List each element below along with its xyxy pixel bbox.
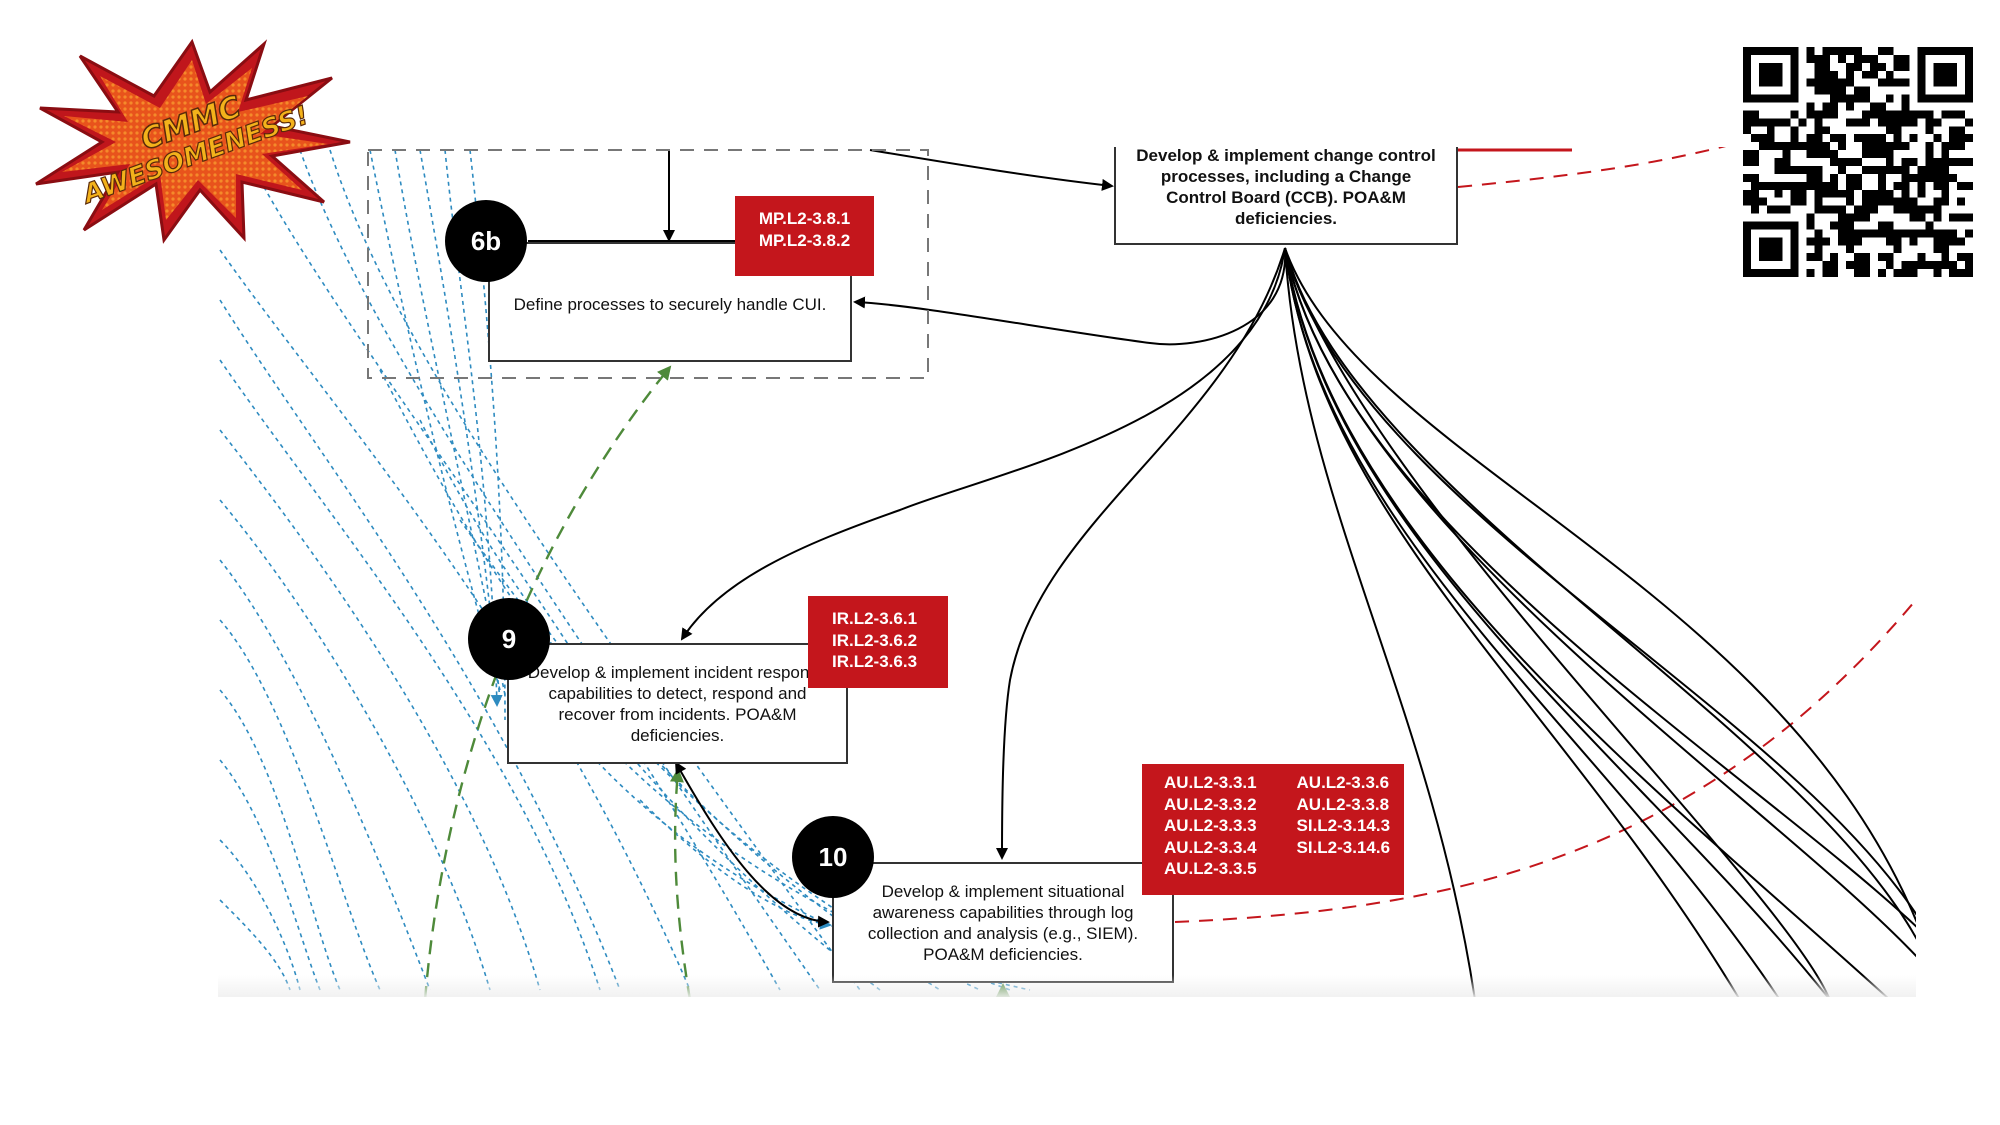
qr-code-icon[interactable]: [1743, 47, 1973, 277]
node-change-control[interactable]: Develop & implement change control proce…: [1114, 147, 1458, 245]
control-id: AU.L2-3.3.2: [1164, 794, 1257, 814]
controls-9: IR.L2-3.6.1 IR.L2-3.6.2 IR.L2-3.6.3: [808, 596, 948, 688]
control-id: SI.L2-3.14.3: [1296, 816, 1391, 835]
red-dashed-connectors: [1174, 147, 1916, 923]
badge-10: 10: [792, 816, 874, 898]
control-id: AU.L2-3.3.6: [1296, 773, 1390, 792]
node-change-control-text: Develop & implement change control proce…: [1136, 147, 1436, 228]
node-10-text: Develop & implement situational awarenes…: [867, 881, 1139, 964]
badge-6b: 6b: [445, 200, 527, 282]
group-container-outline: [367, 149, 929, 379]
black-connectors: [663, 149, 1916, 997]
control-id: IR.L2-3.6.3: [832, 652, 918, 671]
control-id: IR.L2-3.6.1: [832, 609, 918, 628]
control-id: MP.L2-3.8.1: [758, 209, 851, 228]
comic-burst-logo: CMMC AWESOMENESS!: [35, 38, 351, 244]
control-id: AU.L2-3.3.1: [1164, 773, 1257, 792]
control-id: MP.L2-3.8.2: [758, 230, 851, 250]
controls-6b: MP.L2-3.8.1 MP.L2-3.8.2: [735, 196, 874, 276]
node-6b-text: Define processes to securely handle CUI.: [513, 295, 827, 314]
burst-inner: [62, 60, 328, 220]
control-id: AU.L2-3.3.4: [1164, 837, 1257, 857]
diagram-canvas: Develop & implement change control proce…: [218, 147, 1916, 997]
controls-10: AU.L2-3.3.1 AU.L2-3.3.6 AU.L2-3.3.2 AU.L…: [1142, 764, 1404, 895]
control-id: AU.L2-3.3.3: [1164, 816, 1257, 835]
node-9-text: Develop & implement incident response ca…: [527, 662, 828, 745]
node-9[interactable]: Develop & implement incident response ca…: [507, 643, 848, 764]
controls-10-grid: AU.L2-3.3.1 AU.L2-3.3.6 AU.L2-3.3.2 AU.L…: [1164, 772, 1404, 880]
node-10[interactable]: Develop & implement situational awarenes…: [832, 862, 1174, 983]
control-id: AU.L2-3.3.8: [1296, 794, 1390, 814]
control-id: SI.L2-3.14.6: [1296, 837, 1391, 857]
control-id: IR.L2-3.6.2: [832, 630, 918, 650]
qr-finders: [1743, 47, 1973, 277]
qr-modules: [1743, 47, 1973, 277]
badge-9: 9: [468, 598, 550, 680]
control-id: AU.L2-3.3.5: [1164, 859, 1257, 878]
